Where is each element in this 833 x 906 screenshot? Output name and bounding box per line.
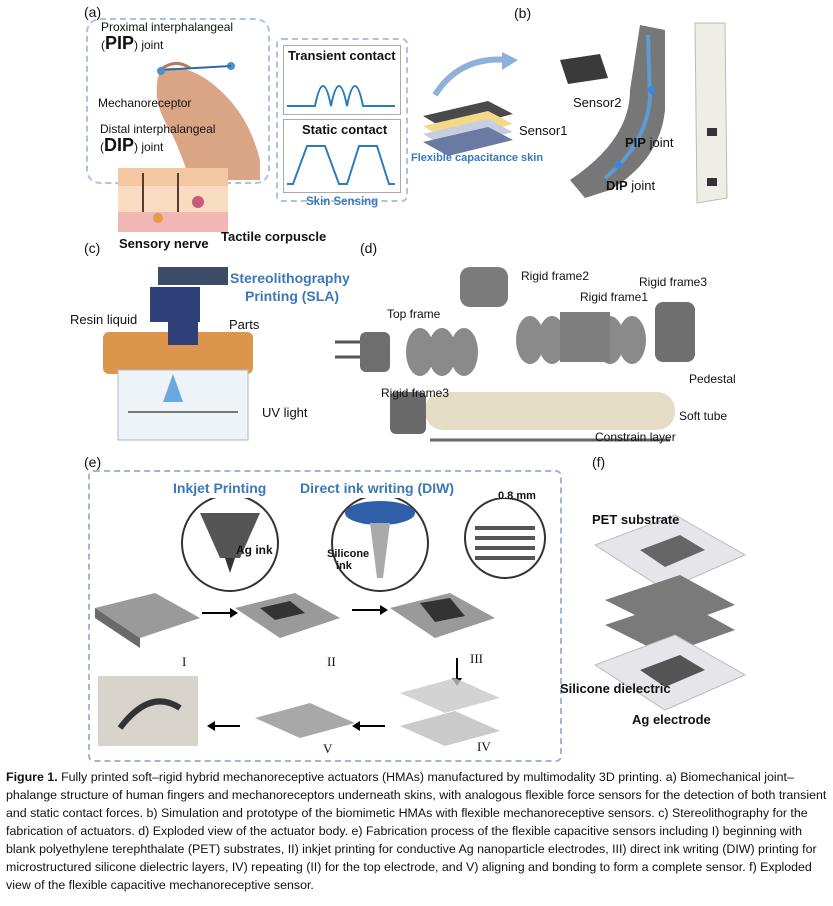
dip-line1: Distal interphalangeal	[100, 122, 216, 136]
step-ii-label: II	[327, 654, 336, 669]
parts-label: Parts	[229, 317, 260, 332]
rigid-frame1-label: Rigid frame1	[580, 290, 649, 304]
static-title: Static contact	[302, 122, 388, 137]
signal-frame	[276, 38, 408, 202]
step-v-label: V	[323, 741, 333, 756]
pip-label: (PIP) joint	[101, 33, 163, 54]
actuator-prototype	[694, 22, 728, 204]
exploded-actuator	[335, 267, 695, 442]
static-signal	[287, 145, 395, 185]
soft-tube-label: Soft tube	[679, 409, 728, 423]
b-dip-label: DIP joint	[606, 178, 655, 193]
static-box	[283, 119, 401, 193]
panel-c-label: (c)	[84, 240, 101, 256]
constrain-layer-label: Constrain layer	[595, 430, 676, 444]
diw-title: Direct ink writing (DIW)	[300, 480, 454, 496]
actuator-simulation	[560, 25, 665, 198]
skin-cross-section	[118, 168, 228, 232]
b-pip-label: PIP joint	[625, 135, 673, 150]
arrow-a-to-b	[432, 52, 518, 97]
ag-electrode-label: Ag electrode	[632, 712, 711, 727]
flexible-skin-layers	[423, 101, 513, 156]
width-label: 0.8 mm	[498, 490, 536, 502]
silicone-ink-line2: ink	[336, 560, 352, 572]
panel-a-label: (a)	[84, 4, 102, 20]
b-dip-joint: joint	[627, 178, 656, 193]
b-dip-abbr: DIP	[606, 178, 628, 193]
sla-title2: Printing (SLA)	[245, 288, 340, 304]
transient-title: Transient contact	[288, 48, 396, 63]
step-iv-label: IV	[477, 739, 491, 754]
sensor1-label: Sensor1	[519, 123, 568, 138]
panel-b-label: (b)	[514, 5, 532, 21]
sla-printer	[103, 267, 253, 441]
ag-ink-label: Ag ink	[236, 543, 273, 557]
top-frame-label: Top frame	[387, 307, 441, 321]
uv-light-label: UV light	[262, 405, 308, 420]
inkjet-title: Inkjet Printing	[173, 480, 267, 496]
sensor2-label: Sensor2	[573, 95, 622, 110]
rigid-frame2-label: Rigid frame2	[521, 269, 590, 283]
tactile-corpuscle-label: Tactile corpuscle	[221, 229, 327, 244]
fabrication-steps	[95, 498, 546, 746]
transient-signal	[287, 85, 395, 107]
panel-e-label: (e)	[84, 454, 102, 470]
sla-title1: Stereolithography	[230, 270, 350, 286]
silicone-dielectric-label: Silicone dielectric	[560, 681, 671, 696]
panel-d-label: (d)	[360, 240, 378, 256]
resin-liquid-label: Resin liquid	[70, 312, 138, 327]
rigid-frame3-bottom-label: Rigid frame3	[381, 386, 450, 400]
figure-caption: Figure 1. Fully printed soft–rigid hybri…	[6, 768, 830, 894]
transient-box	[283, 45, 401, 115]
pedestal-label: Pedestal	[689, 372, 736, 386]
silicone-ink-line1: Silicone	[327, 548, 370, 560]
sensor-exploded-view	[593, 514, 747, 711]
b-pip-abbr: PIP	[625, 135, 646, 150]
pip-abbr: PIP	[105, 33, 135, 53]
caption-head: Figure 1.	[6, 770, 58, 784]
mechanoreceptor-label: Mechanoreceptor	[98, 96, 192, 110]
dip-abbr: DIP	[104, 135, 135, 155]
step-iii-label: III	[470, 651, 483, 666]
b-pip-joint: joint	[645, 135, 674, 150]
step-i-label: I	[182, 654, 187, 669]
sensory-nerve-label: Sensory nerve	[119, 236, 209, 251]
pip-line1: Proximal interphalangeal	[101, 20, 234, 34]
finger-photo	[156, 62, 260, 180]
skin-sensing-label: Skin Sensing	[306, 196, 379, 208]
dip-open: (	[100, 140, 104, 154]
pip-open: (	[101, 38, 105, 52]
flex-skin-label: Flexible capacitance skin	[411, 152, 544, 164]
dip-label: (DIP) joint	[100, 135, 163, 156]
rigid-frame3-top-label: Rigid frame3	[639, 275, 708, 289]
dip-joint: ) joint	[134, 140, 164, 154]
pet-substrate-label: PET substrate	[592, 512, 680, 527]
pip-joint: ) joint	[134, 38, 164, 52]
panel-f-label: (f)	[592, 454, 606, 470]
caption-body: Fully printed soft–rigid hybrid mechanor…	[6, 770, 827, 892]
